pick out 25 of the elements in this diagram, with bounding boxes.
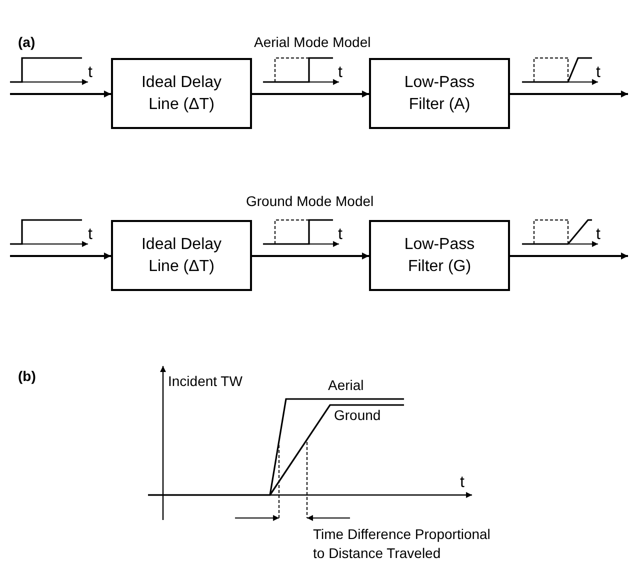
arrow	[10, 252, 111, 260]
arrow	[510, 252, 628, 260]
section-heading: Aerial Mode Model	[254, 34, 371, 50]
axis-label: t	[338, 64, 342, 82]
axis-label: t	[596, 226, 600, 244]
arrow	[10, 90, 111, 98]
process-box: Low-Pass Filter (A)	[369, 58, 510, 129]
panel-label: (a)	[18, 34, 36, 50]
section-heading: Ground Mode Model	[246, 193, 374, 209]
arrow	[510, 90, 628, 98]
axis-label: t	[88, 226, 92, 244]
axis-label: Incident TW	[168, 373, 242, 389]
arrow	[252, 252, 369, 260]
curve-label: Aerial	[328, 377, 364, 393]
panel-label: (b)	[18, 368, 36, 384]
arrow	[252, 90, 369, 98]
axis-label: t	[338, 226, 342, 244]
annotation-text: Time Difference Proportional to Distance Traveled	[313, 525, 492, 563]
axis-label: t	[460, 474, 464, 492]
process-box: Ideal Delay Line (ΔT)	[111, 58, 252, 129]
axis-label: t	[596, 64, 600, 82]
process-box: Low-Pass Filter (G)	[369, 220, 510, 291]
axis-label: t	[88, 64, 92, 82]
process-box: Ideal Delay Line (ΔT)	[111, 220, 252, 291]
curve-label: Ground	[334, 407, 381, 423]
